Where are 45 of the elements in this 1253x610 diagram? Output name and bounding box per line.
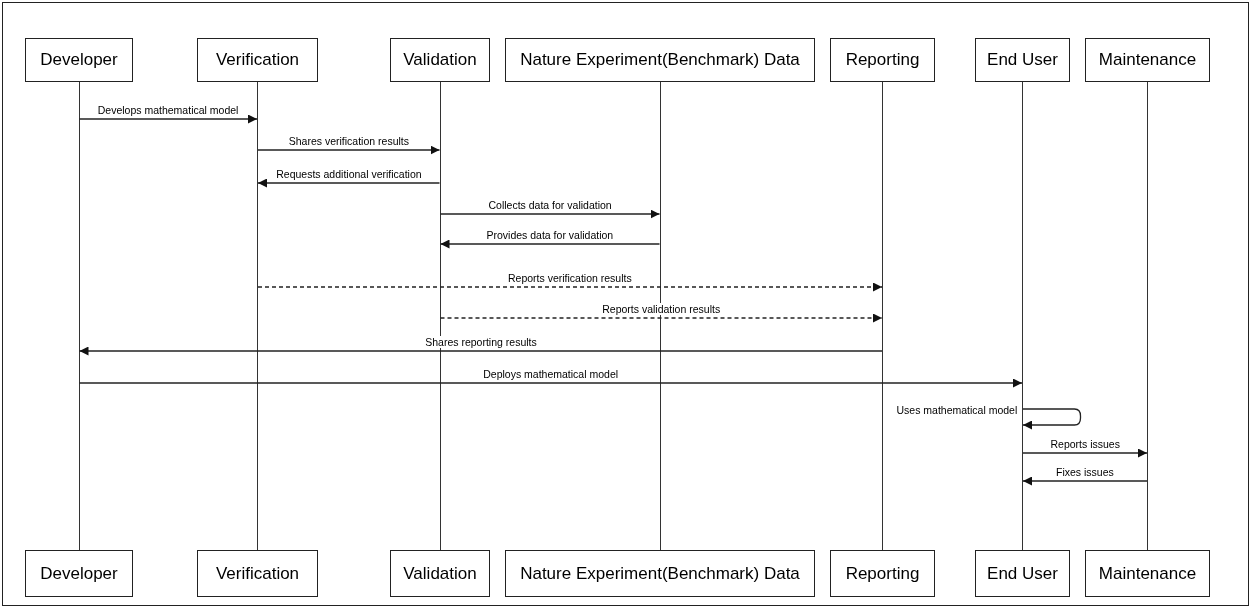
participant-box: Validation	[390, 550, 490, 597]
message-label: Reports validation results	[601, 303, 722, 315]
participant-box: Developer	[25, 38, 133, 82]
message-label: Reports verification results	[507, 272, 633, 284]
lifeline	[78, 82, 80, 550]
lifeline	[1147, 82, 1148, 550]
message-arrow	[257, 178, 441, 188]
lifeline	[882, 82, 883, 550]
message-arrow	[1022, 448, 1148, 458]
message-arrow	[257, 145, 441, 155]
message-arrow	[78, 378, 1023, 388]
message-label: Deploys mathematical model	[482, 368, 620, 380]
participant-box: Verification	[197, 38, 318, 82]
self-message-arrow	[1022, 408, 1082, 430]
message-label: Provides data for validation	[485, 229, 615, 241]
message-label: Reports issues	[1049, 438, 1121, 450]
message-arrow	[439, 313, 883, 323]
participant-box: Nature Experiment(Benchmark) Data	[505, 38, 815, 82]
message-label: Requests additional verification	[275, 168, 423, 180]
participant-box: Reporting	[830, 38, 935, 82]
message-label: Collects data for validation	[487, 199, 613, 211]
participant-box: Validation	[390, 38, 490, 82]
message-arrow	[439, 209, 661, 219]
participant-box: End User	[975, 550, 1070, 597]
message-label: Uses mathematical model	[895, 404, 1019, 416]
message-arrow	[439, 239, 661, 249]
lifeline	[439, 82, 441, 550]
message-label: Shares reporting results	[424, 336, 538, 348]
message-label: Develops mathematical model	[96, 104, 240, 116]
message-arrow	[1022, 476, 1148, 486]
message-arrow	[78, 114, 258, 124]
participant-box: Reporting	[830, 550, 935, 597]
message-label: Shares verification results	[287, 135, 410, 147]
lifeline	[257, 82, 258, 550]
message-arrow	[257, 282, 883, 292]
participant-box: End User	[975, 38, 1070, 82]
participant-box: Nature Experiment(Benchmark) Data	[505, 550, 815, 597]
lifeline	[659, 82, 661, 550]
participant-box: Verification	[197, 550, 318, 597]
participant-box: Maintenance	[1085, 38, 1210, 82]
message-arrow	[78, 346, 883, 356]
participant-box: Maintenance	[1085, 550, 1210, 597]
lifeline	[1022, 82, 1023, 550]
participant-box: Developer	[25, 550, 133, 597]
message-label: Fixes issues	[1055, 466, 1115, 478]
